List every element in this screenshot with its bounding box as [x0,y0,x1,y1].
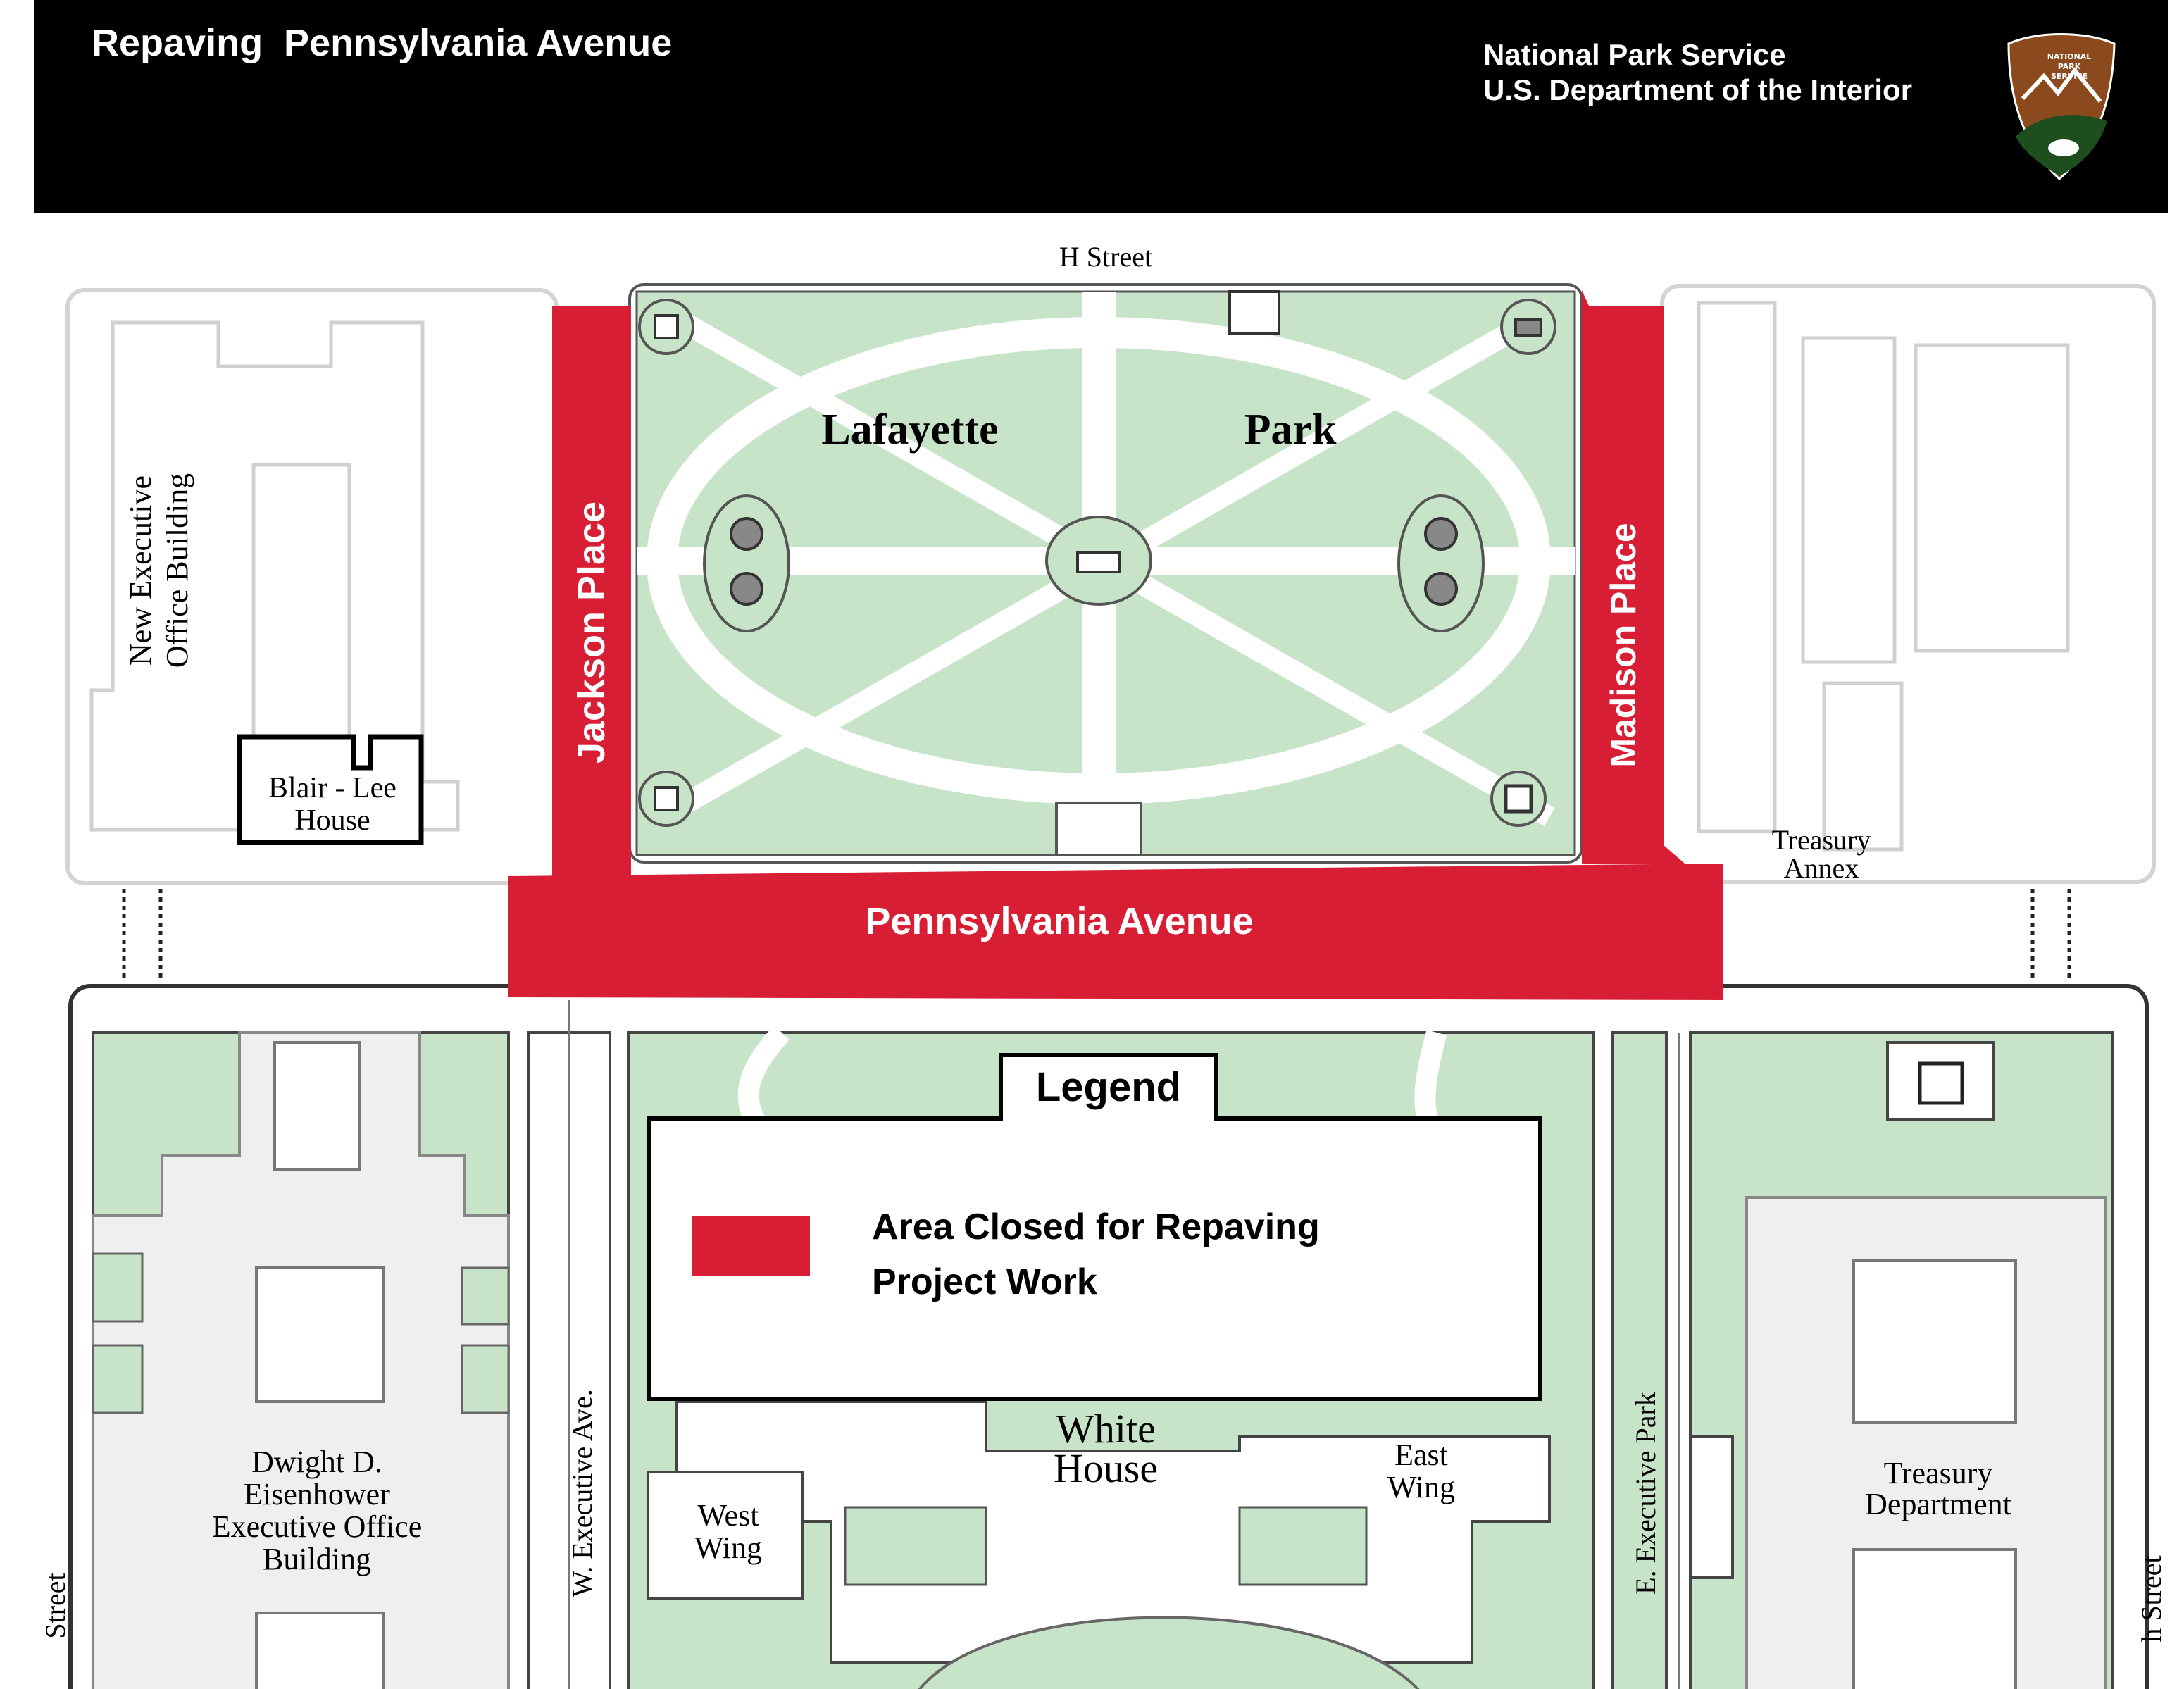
treasury-department [1689,1031,2114,1689]
eeob-label-4: Building [263,1542,371,1576]
street-dividers [122,889,2071,979]
legend-item-line2: Project Work [872,1261,1097,1302]
h-street-label: H Street [1059,241,1152,273]
legend-title: Legend [1035,1064,1182,1110]
jackson-place-label: Jackson Place [570,501,613,764]
e-executive-park-strip [1611,1031,1680,1689]
logo-text-2: PARK [2058,62,2081,71]
eeob-label-2: Eisenhower [244,1477,390,1512]
park-label: Park [1244,406,1337,454]
treasury-label-2: Department [1865,1487,2011,1521]
blair-lee-label-2: House [294,804,370,837]
legend-closed-swatch [692,1216,810,1276]
closed-area [508,290,1723,1000]
page-title: Repaving Pennsylvania Avenue [92,22,673,64]
legend-tab-joint [1003,1113,1214,1123]
eisenhower-executive-office-building [92,1031,510,1689]
blair-lee-label-1: Blair - Lee [268,772,397,804]
logo-text-1: NATIONAL [2047,52,2092,61]
blair-lee-house [237,734,424,845]
left-street-label: Street [39,1573,71,1638]
neob-label-1: New Executive [123,475,158,666]
w-executive-ave-label: W. Executive Ave. [566,1389,598,1597]
w-executive-ave-strip [527,1000,611,1689]
e-executive-park-label: E. Executive Park [1630,1392,1661,1595]
treasury-annex-label-1: Treasury [1772,824,1871,856]
eeob-label-1: Dwight D. [251,1445,382,1479]
legend-box [647,1116,1542,1401]
eeob-label-3: Executive Office [212,1509,422,1544]
nps-arrowhead-logo: NATIONAL PARK SERVICE [2007,33,2116,180]
madison-place-label: Madison Place [1604,523,1643,767]
agency-name: National Park Service [1483,38,1786,71]
white-house-label-2: House [1054,1445,1158,1491]
pennsylvania-avenue-label: Pennsylvania Avenue [865,900,1253,942]
west-wing-label-2: Wing [694,1531,762,1565]
lafayette-park [628,283,1583,864]
treasury-label-1: Treasury [1884,1456,1993,1490]
department-name: U.S. Department of the Interior [1483,73,1913,106]
white-house-label-1: White [1056,1406,1156,1452]
treasury-annex-block [1660,284,2156,884]
legend-item-line1: Area Closed for Repaving [872,1207,1320,1247]
east-wing-label-1: East [1394,1438,1448,1472]
neob-label-2: Office Building [160,473,194,668]
east-wing-label-2: Wing [1387,1470,1455,1504]
header-bar [34,0,2168,213]
treasury-annex-label-2: Annex [1784,852,1859,884]
right-street-label: h Street [2135,1555,2167,1642]
logo-text-3: SERVICE [2051,72,2088,81]
lafayette-label: Lafayette [821,406,998,454]
west-wing-label-1: West [698,1498,759,1533]
